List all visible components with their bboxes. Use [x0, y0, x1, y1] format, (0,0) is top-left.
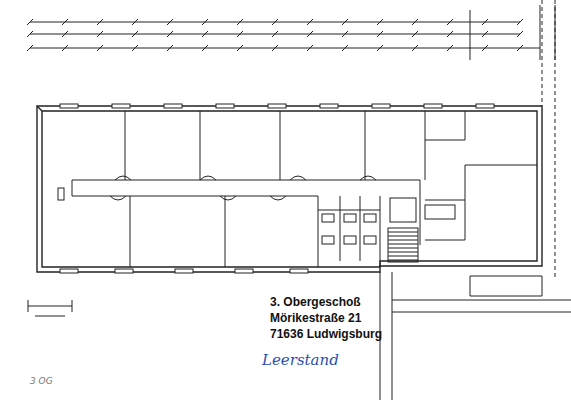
window — [112, 104, 130, 108]
dimension-tick — [307, 31, 313, 37]
stair-tread — [388, 248, 418, 249]
dimension-tick — [27, 19, 33, 25]
address-street: Mörikestraße 21 — [270, 312, 361, 326]
dimension-tick — [97, 19, 103, 25]
window — [60, 104, 78, 108]
dimension-tick — [62, 31, 68, 37]
dimension-tick — [272, 31, 278, 37]
stair-tread — [388, 260, 418, 261]
dimension-tick — [482, 31, 488, 37]
window — [60, 269, 78, 273]
dimension-tick — [97, 45, 103, 51]
corridor — [72, 176, 420, 200]
window — [164, 104, 182, 108]
dimension-tick — [412, 45, 418, 51]
dimension-tick — [202, 19, 208, 25]
window — [320, 104, 338, 108]
dimension-tick — [342, 31, 348, 37]
partition-walls — [58, 111, 537, 267]
dimension-tick — [307, 45, 313, 51]
dimension-tick — [482, 19, 488, 25]
floor-title: 3. Obergeschoß — [270, 296, 361, 310]
dimension-tick — [377, 19, 383, 25]
dimension-tick — [377, 31, 383, 37]
pencil-note: 3 OG — [30, 376, 53, 386]
dimension-tick — [482, 45, 488, 51]
dimension-tick — [412, 19, 418, 25]
stair-tread — [388, 256, 418, 257]
handwritten-note: Leerstand — [262, 352, 339, 369]
address-city: 71636 Ludwigsburg — [270, 328, 382, 342]
dimension-tick — [447, 31, 453, 37]
dimension-tick — [167, 45, 173, 51]
dimension-tick — [517, 31, 523, 37]
stair-tread — [388, 236, 418, 237]
dimension-tick — [62, 45, 68, 51]
dimension-tick — [132, 45, 138, 51]
stair-tread — [388, 244, 418, 245]
dimension-tick — [237, 45, 243, 51]
dimension-tick — [447, 19, 453, 25]
dimension-tick — [307, 19, 313, 25]
dimension-lines — [27, 5, 555, 60]
dimension-tick — [27, 45, 33, 51]
dimension-tick — [237, 19, 243, 25]
dimension-tick — [132, 31, 138, 37]
window — [175, 269, 193, 273]
dimension-tick — [342, 45, 348, 51]
dimension-tick — [377, 45, 383, 51]
dimension-tick — [167, 31, 173, 37]
window — [476, 104, 494, 108]
window — [372, 104, 390, 108]
annex-outline — [380, 272, 571, 400]
outer-wall — [37, 106, 542, 272]
stair-tread — [388, 232, 418, 233]
dimension-tick — [517, 45, 523, 51]
stair-tread — [388, 240, 418, 241]
window — [115, 269, 133, 273]
stair-tread — [388, 252, 418, 253]
axis-line — [542, 0, 543, 106]
window — [424, 104, 442, 108]
dimension-tick — [167, 19, 173, 25]
dimension-tick — [202, 45, 208, 51]
axis-line — [555, 0, 556, 280]
sanitary-rooms — [318, 196, 455, 266]
dimension-tick — [237, 31, 243, 37]
window — [235, 269, 253, 273]
dimension-tick — [272, 19, 278, 25]
dimension-tick — [62, 19, 68, 25]
windows — [60, 104, 494, 273]
dimension-tick — [202, 31, 208, 37]
window — [290, 269, 308, 273]
dimension-tick — [447, 45, 453, 51]
dimension-tick — [97, 31, 103, 37]
window — [268, 104, 286, 108]
dimension-tick — [517, 19, 523, 25]
dimension-tick — [132, 19, 138, 25]
scale-mark — [28, 300, 72, 316]
dimension-tick — [272, 45, 278, 51]
window — [216, 104, 234, 108]
dimension-tick — [342, 19, 348, 25]
staircase — [388, 228, 418, 262]
dimension-tick — [27, 31, 33, 37]
dimension-tick — [412, 31, 418, 37]
